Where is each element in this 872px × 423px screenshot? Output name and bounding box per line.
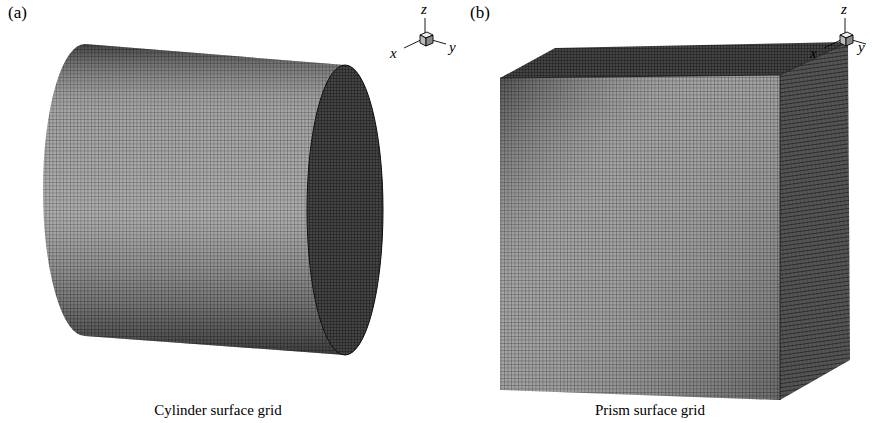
- axis-label: z: [421, 2, 427, 17]
- axis-label: y: [449, 40, 456, 55]
- cylinder-grid: [43, 44, 383, 355]
- caption-text: Prism surface grid: [595, 403, 705, 418]
- caption-text: Cylinder surface grid: [154, 403, 281, 418]
- axis-label: x: [390, 46, 397, 61]
- axis-label: x: [810, 46, 817, 61]
- axis-label: y: [858, 40, 865, 55]
- panel-label: (a): [8, 4, 27, 21]
- prism-grid: [500, 42, 850, 400]
- axis-label: z: [841, 2, 847, 17]
- panel-label: (b): [470, 4, 490, 21]
- axis-triad: [404, 18, 446, 48]
